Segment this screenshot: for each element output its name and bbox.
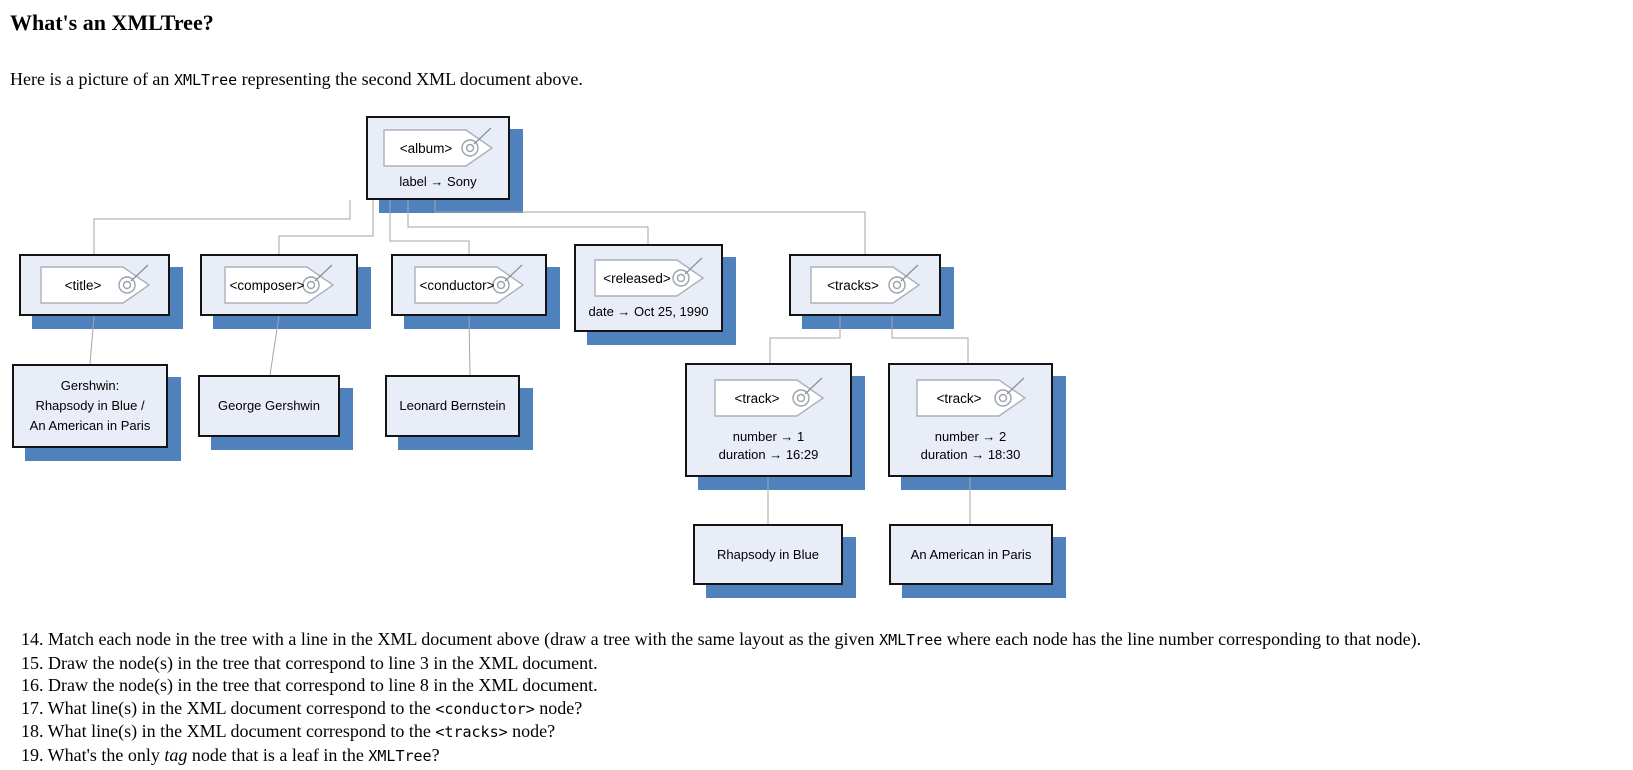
attribute-label: date → Oct 25, 1990 (588, 303, 709, 319)
attribute-label: duration → 18:30 (920, 447, 1021, 462)
question-item: 14. Match each node in the tree with a l… (21, 628, 1421, 652)
question-item: 15. Draw the node(s) in the tree that co… (21, 652, 1421, 675)
text-line: An American in Paris (29, 418, 151, 433)
tag-icon: <released> (593, 256, 704, 297)
text-node-track-2: An American in Paris (889, 524, 1053, 585)
text-line: Gershwin: (60, 378, 120, 393)
attribute-label: label → Sony (399, 173, 477, 189)
text-line: Rhapsody in Blue / (35, 398, 145, 413)
text-segment: <conductor> (435, 699, 535, 718)
connector-edge (468, 315, 471, 376)
text-segment: XMLTree (879, 631, 943, 649)
text-segment: 18. What line(s) in the XML document cor… (21, 721, 436, 742)
tag-icon: <track> (713, 377, 824, 417)
text-segment: node that is a leaf in the (187, 744, 369, 765)
question-item: 19. What's the only tag node that is a l… (21, 744, 1421, 768)
tag-icon: <conductor> (414, 264, 525, 304)
text-node-composer: George Gershwin (198, 375, 340, 437)
text-segment: ? (431, 744, 440, 765)
text-line: Rhapsody in Blue (717, 546, 819, 562)
text-segment: tag (164, 744, 188, 765)
connector-edge (93, 200, 351, 254)
intro-paragraph: Here is a picture of an XMLTree represen… (10, 69, 583, 90)
connector-edge (278, 200, 374, 254)
connector-edge (407, 200, 649, 244)
question-item: 16. Draw the node(s) in the tree that co… (21, 674, 1421, 697)
tag-icon: <composer> (224, 264, 335, 304)
tag-name-label: <tracks> (827, 278, 879, 293)
tree-node-released: <released> date → Oct 25, 1990 (574, 244, 723, 332)
text-segment: where each node has the line number corr… (942, 629, 1422, 649)
tag-name-label: <track> (734, 391, 779, 406)
tag-name-label: <released> (603, 271, 671, 286)
tag-name-label: <conductor> (419, 278, 494, 293)
question-item: 18. What line(s) in the XML document cor… (21, 720, 1421, 744)
text-segment: 19. What's the only (21, 744, 165, 765)
text-segment: XMLTree (368, 746, 432, 765)
text-segment: representing the second XML document abo… (237, 69, 583, 89)
tag-name-label: <title> (64, 278, 101, 293)
text-segment: 15. Draw the node(s) in the tree that co… (21, 652, 598, 673)
tag-icon: <title> (39, 264, 150, 304)
attribute-label: number → 1 (732, 429, 805, 444)
page-title: What's an XMLTree? (10, 10, 214, 35)
tag-name-label: <track> (936, 391, 981, 406)
tag-name-label: <composer> (229, 278, 304, 293)
connector-edge (89, 315, 95, 365)
tree-node-track-1: <track> number → 1 duration → 16:29 (685, 363, 852, 477)
connector-edge (389, 200, 470, 254)
tree-node-composer: <composer> (200, 254, 358, 316)
text-segment: 17. What line(s) in the XML document cor… (21, 697, 436, 718)
tree-node-track-2: <track> number → 2 duration → 18:30 (888, 363, 1053, 477)
tag-icon: <tracks> (810, 264, 921, 304)
text-segment: XMLTree (173, 71, 238, 89)
text-segment: node? (507, 721, 556, 742)
text-segment: 16. Draw the node(s) in the tree that co… (21, 675, 598, 696)
text-segment: 14. Match each node in the tree with a l… (21, 629, 880, 649)
text-node-conductor: Leonard Bernstein (385, 375, 520, 437)
text-line: George Gershwin (218, 398, 320, 413)
text-line: An American in Paris (910, 546, 1032, 562)
text-segment: <tracks> (435, 723, 508, 742)
question-item: 17. What line(s) in the XML document cor… (21, 697, 1421, 721)
connector-edge (269, 315, 280, 376)
tree-node-title: <title> (19, 254, 170, 316)
tree-node-album: <album> label → Sony (366, 116, 510, 200)
text-line: Leonard Bernstein (399, 398, 506, 413)
attribute-label: number → 2 (934, 429, 1007, 444)
attribute-label: duration → 16:29 (718, 447, 819, 462)
text-node-album-title: Gershwin: Rhapsody in Blue / An American… (12, 364, 168, 448)
text-segment: node? (534, 697, 583, 718)
tag-icon: <album> (383, 126, 494, 167)
connector-edge (891, 316, 969, 363)
text-segment: Here is a picture of an (10, 69, 174, 89)
connector-edge (769, 316, 841, 363)
tag-name-label: <album> (400, 141, 453, 156)
text-node-track-1: Rhapsody in Blue (693, 524, 843, 585)
tag-icon: <track> (915, 377, 1026, 417)
questions-list: 14. Match each node in the tree with a l… (21, 628, 1421, 768)
tree-node-tracks: <tracks> (789, 254, 941, 316)
tree-node-conductor: <conductor> (391, 254, 547, 316)
